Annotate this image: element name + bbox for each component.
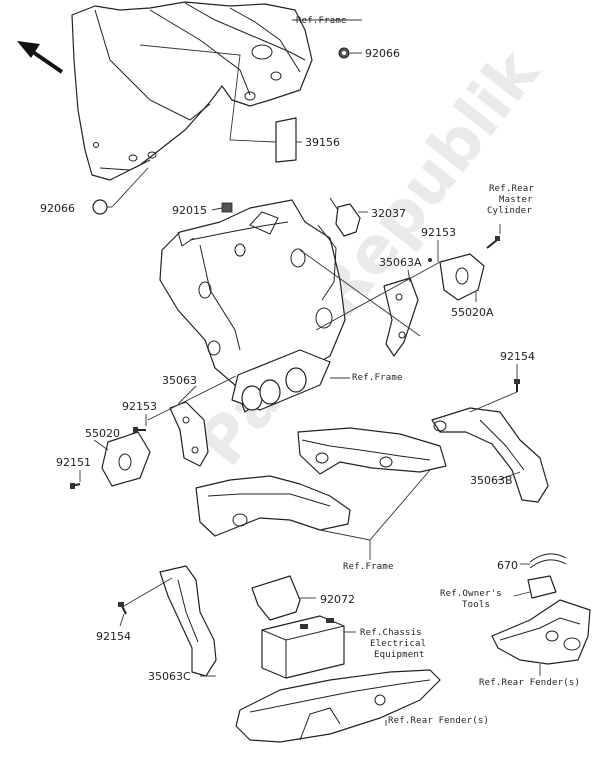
part-labels: 92066 39156 92066 92015 32037 92153 3506… — [40, 47, 535, 683]
ref-rear-fender-right: Ref.Rear Fender(s) — [479, 678, 580, 688]
label-92072: 92072 — [320, 593, 355, 606]
rear-fender-right-drawing — [491, 599, 591, 665]
cover-55020-drawing — [101, 431, 151, 487]
pad-39156-drawing — [275, 117, 297, 163]
ref-owners-tools-line2: Tools — [462, 600, 490, 610]
label-55020A: 55020A — [451, 306, 494, 319]
reference-labels: Ref.Frame Ref.Rear Master Cylinder Ref.F… — [296, 16, 580, 726]
cover-55020A-drawing — [428, 253, 485, 301]
bolt-92154-left-icon — [118, 602, 127, 615]
bolt-92066-icon — [338, 47, 350, 59]
rear-fender-bottom-drawing — [235, 669, 441, 743]
bracket-35063-drawing — [169, 401, 209, 467]
hanger-35063C-drawing — [159, 565, 217, 677]
label-670: 670 — [497, 559, 518, 572]
bolt-92151-icon — [70, 483, 81, 489]
ref-chassis-line1: Ref.Chassis — [360, 628, 422, 638]
label-92154-left: 92154 — [96, 630, 131, 643]
bolt-92153-right-icon — [486, 236, 500, 249]
ref-chassis-line3: Equipment — [374, 650, 425, 660]
label-35063C: 35063C — [148, 670, 191, 683]
ref-chassis-line2: Electrical — [370, 639, 426, 649]
bracket-32037-drawing — [329, 197, 361, 237]
strap-670-drawing — [529, 553, 567, 569]
ref-rear-fender-bottom: Ref.Rear Fender(s) — [388, 716, 489, 726]
label-32037: 32037 — [371, 207, 406, 220]
ref-owners-tools-line1: Ref.Owner's — [440, 589, 502, 599]
ref-frame-mid: Ref.Frame — [352, 373, 403, 383]
bolt-92153-left-icon — [133, 427, 146, 433]
ref-rear-master-line3: Cylinder — [487, 206, 532, 216]
hanger-35063B-drawing — [431, 407, 549, 503]
label-55020: 55020 — [85, 427, 120, 440]
frame-fairing-drawing — [71, 1, 313, 181]
ref-frame-low: Ref.Frame — [343, 562, 394, 572]
front-direction-arrow-icon — [17, 41, 64, 74]
rear-frame-drawing — [159, 199, 346, 413]
label-35063B: 35063B — [470, 474, 513, 487]
label-35063: 35063 — [162, 374, 197, 387]
label-92151: 92151 — [56, 456, 91, 469]
tool-bag-drawing — [527, 575, 557, 599]
label-92153-right: 92153 — [421, 226, 456, 239]
bolt-92154-right-icon — [514, 379, 520, 392]
ref-rear-master-line1: Ref.Rear — [489, 184, 534, 194]
bracket-35063A-drawing — [383, 277, 419, 357]
label-92153-left: 92153 — [122, 400, 157, 413]
lower-subframe-drawing — [195, 427, 447, 537]
label-39156: 39156 — [305, 136, 340, 149]
ref-frame-top: Ref.Frame — [296, 16, 347, 26]
battery-drawing — [261, 615, 345, 679]
label-92066-left: 92066 — [40, 202, 75, 215]
grommet-92066-icon — [92, 199, 108, 215]
nut-92015-icon — [221, 202, 233, 213]
label-35063A: 35063A — [379, 256, 422, 269]
label-92066-top: 92066 — [365, 47, 400, 60]
label-92015: 92015 — [172, 204, 207, 217]
battery-strap-92072-drawing — [251, 575, 301, 621]
label-92154-right: 92154 — [500, 350, 535, 363]
ref-rear-master-line2: Master — [499, 195, 533, 205]
